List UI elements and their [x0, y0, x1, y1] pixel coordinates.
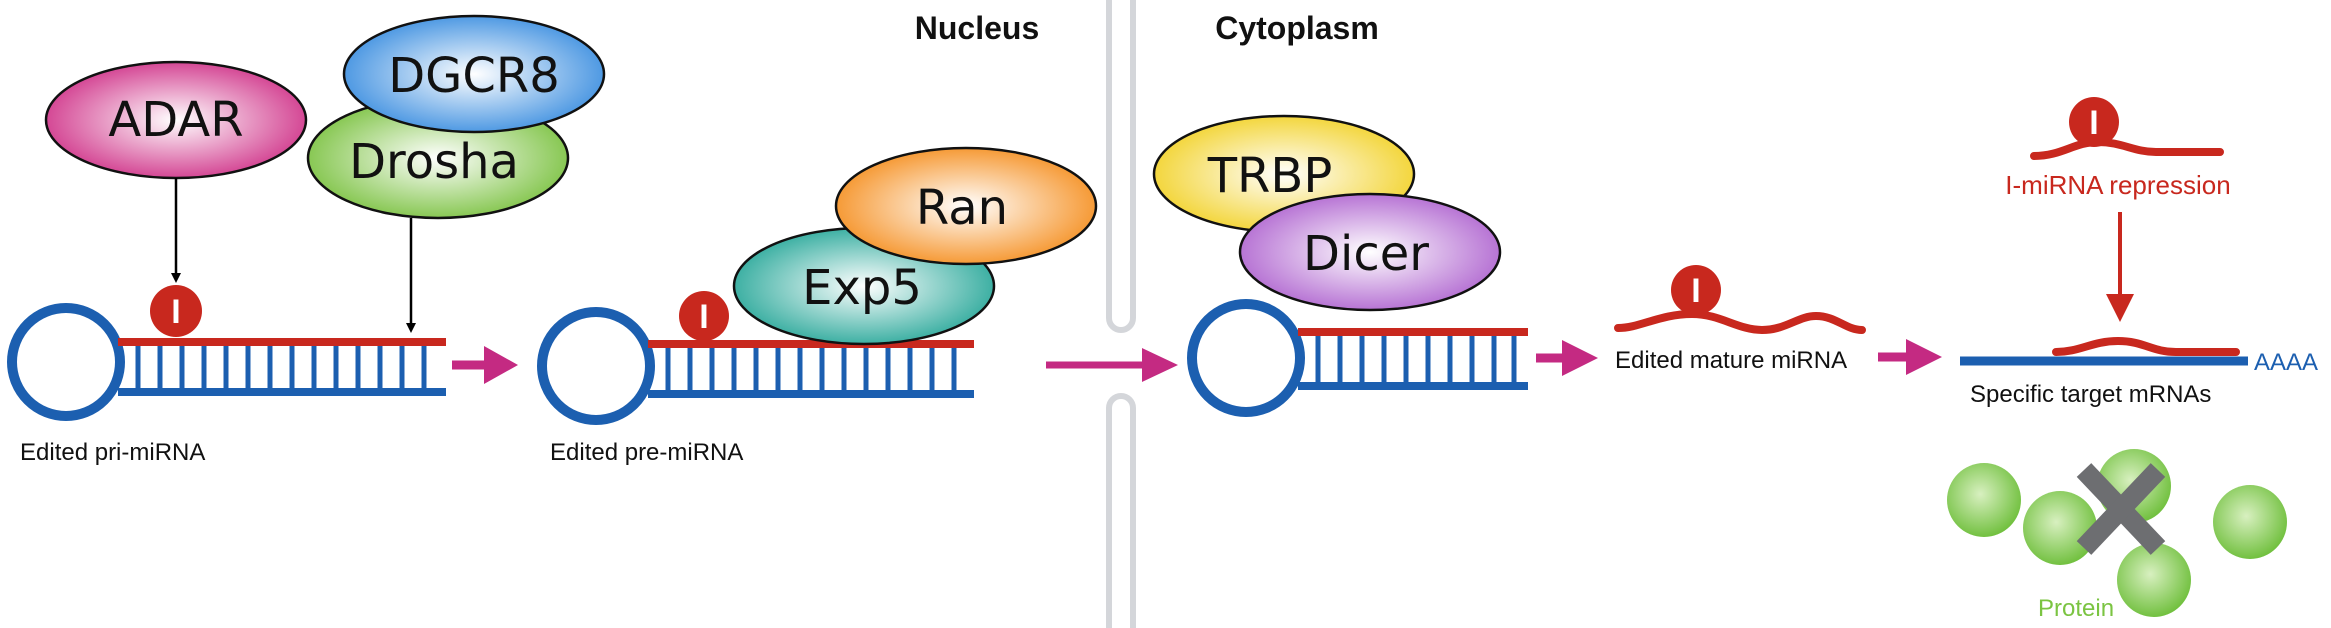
protein-label: Protein — [2038, 595, 2114, 622]
exp5-label: Exp5 — [802, 260, 922, 316]
trbp-label: TRBP — [1207, 148, 1333, 204]
target-mrnas-label: Specific target mRNAs — [1970, 381, 2211, 408]
protein-sphere — [2023, 491, 2097, 565]
svg-text:I: I — [1691, 272, 1700, 310]
drosha-protein: Drosha — [306, 96, 570, 220]
cytoplasmic-pre-mirna-hairpin — [1187, 299, 1528, 417]
svg-text:I: I — [171, 293, 180, 331]
bound-mirna-strand — [2052, 336, 2240, 356]
pri-mirna-hairpin — [7, 303, 446, 421]
protein-sphere — [2117, 543, 2191, 617]
mature-mirna-strand — [1614, 309, 1866, 335]
adar-protein: ADAR — [44, 60, 308, 180]
process-arrow-3 — [1536, 340, 1598, 376]
dicer-label: Dicer — [1303, 226, 1429, 282]
process-arrow-1 — [452, 346, 518, 384]
dgcr8-label: DGCR8 — [388, 48, 560, 104]
repression-arrow — [2106, 212, 2134, 322]
svg-text:I: I — [699, 298, 708, 336]
ran-label: Ran — [916, 180, 1008, 236]
protein-spheres — [1947, 449, 2287, 617]
pri-mirna-label: Edited pri-miRNA — [20, 439, 205, 466]
nucleus-label: Nucleus — [915, 10, 1039, 46]
protein-sphere — [1947, 463, 2021, 537]
edit-site-marker: I — [1671, 265, 1721, 315]
pre-mirna-label: Edited pre-miRNA — [550, 439, 743, 466]
drosha-label: Drosha — [349, 134, 519, 190]
svg-text:I: I — [2089, 104, 2098, 142]
cytoplasm-label: Cytoplasm — [1215, 10, 1379, 46]
mature-mirna-label: Edited mature miRNA — [1615, 347, 1847, 374]
edit-site-marker: I — [150, 285, 202, 337]
ran-protein: Ran — [834, 146, 1098, 266]
dicer-protein: Dicer — [1238, 192, 1502, 312]
pre-mirna-hairpin — [537, 307, 974, 425]
edit-site-marker: I — [2069, 97, 2119, 147]
adar-label: ADAR — [108, 92, 243, 148]
repression-mirna-icon — [2030, 137, 2224, 160]
poly-a-tail-label: AAAA — [2254, 349, 2318, 376]
protein-sphere — [2213, 485, 2287, 559]
dgcr8-protein: DGCR8 — [342, 14, 606, 134]
nuclear-membrane — [1106, 0, 1136, 628]
process-arrow-4 — [1878, 339, 1942, 375]
process-arrow-export — [1046, 348, 1178, 382]
repression-label: I-miRNA repression — [2005, 170, 2230, 200]
blocked-cross-icon — [2076, 463, 2166, 555]
edit-site-marker: I — [679, 291, 729, 341]
